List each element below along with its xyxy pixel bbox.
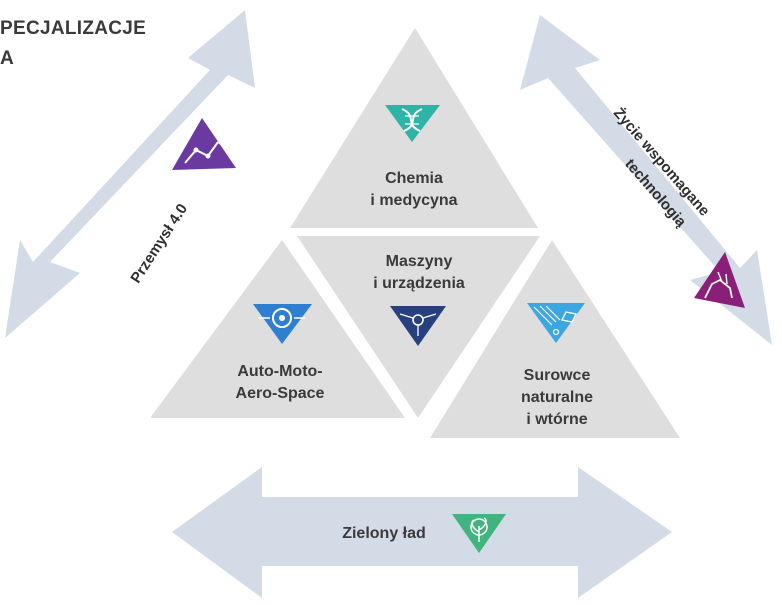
robot-arm-icon <box>172 118 236 170</box>
robotic-hand-icon <box>694 252 745 308</box>
minerals-icon <box>527 303 585 343</box>
left-double-arrow <box>5 10 255 338</box>
right-double-arrow <box>520 15 772 345</box>
top-sector-label-line-2: i medycyna <box>370 192 457 209</box>
bottom-axis-label: Zielony ład <box>342 525 426 542</box>
top-sector-label-line-1: Chemia <box>385 170 443 187</box>
left-sector-label-line-2: Aero-Space <box>236 385 325 402</box>
left-axis-label: Przemysł 4.0 <box>127 201 191 286</box>
title-line-1: PECJALIZACJE <box>0 18 147 39</box>
wheel-icon <box>253 304 312 344</box>
center-sector-label-line-1: Maszyny <box>386 253 453 270</box>
plant-icon <box>452 514 506 553</box>
left-sector-label-line-1: Auto-Moto- <box>237 363 322 380</box>
right-sector-label-line-1: Surowce <box>524 367 591 384</box>
right-sector-label-line-2: naturalne <box>521 389 593 406</box>
page-title: PECJALIZACJE A <box>0 14 146 74</box>
center-sector-label-line-2: i urządzenia <box>373 275 465 292</box>
dna-icon <box>385 105 440 142</box>
bottom-double-arrow <box>172 467 672 598</box>
right-sector-label-line-3: i wtórne <box>526 411 587 428</box>
circuit-icon <box>390 306 446 346</box>
title-line-2: A <box>0 48 15 69</box>
